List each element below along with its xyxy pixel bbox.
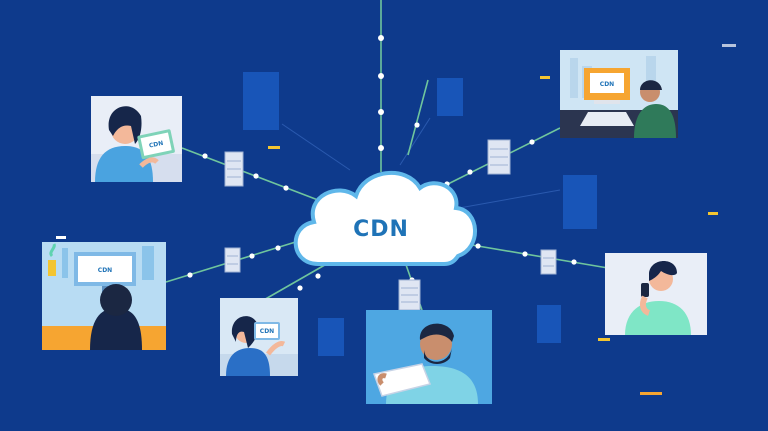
cloud-icon — [293, 170, 477, 266]
server-icon — [487, 139, 511, 175]
cdn-cloud: CDN — [293, 170, 477, 266]
node-dots — [187, 35, 577, 291]
laptop-icon: CDN — [580, 68, 634, 126]
device-phone-woman: CDN — [220, 298, 298, 376]
server-icon — [224, 247, 241, 273]
link-bottomleft — [254, 261, 331, 306]
bg-block — [243, 72, 279, 130]
phone-icon: CDN — [254, 322, 280, 340]
link-right — [465, 243, 609, 269]
svg-text:CDN: CDN — [260, 328, 274, 335]
bg-block — [318, 318, 344, 356]
background-blocks — [243, 72, 597, 356]
tv-icon: CDN — [74, 252, 136, 292]
server-icon — [398, 279, 421, 311]
device-tablet-woman: CDN — [91, 96, 182, 182]
bg-block — [563, 175, 597, 229]
link-upper-center — [407, 79, 429, 156]
server-icon — [224, 151, 244, 187]
device-phone-woman-right — [605, 253, 707, 335]
bg-block — [537, 305, 561, 343]
background-streaks — [281, 117, 561, 211]
server-stacks — [224, 139, 557, 311]
svg-text:CDN: CDN — [98, 267, 112, 274]
device-laptop-man: CDN — [560, 50, 678, 138]
svg-text:CDN: CDN — [600, 81, 614, 88]
device-tablet-man — [366, 310, 492, 404]
tablet-icon: CDN — [137, 129, 175, 160]
server-icon — [540, 249, 557, 275]
cloud-label: CDN — [353, 217, 409, 242]
device-tv-viewer: CDN — [42, 242, 166, 350]
link-topleft — [181, 147, 319, 201]
svg-text:CDN: CDN — [148, 140, 164, 150]
bg-block — [437, 78, 463, 116]
